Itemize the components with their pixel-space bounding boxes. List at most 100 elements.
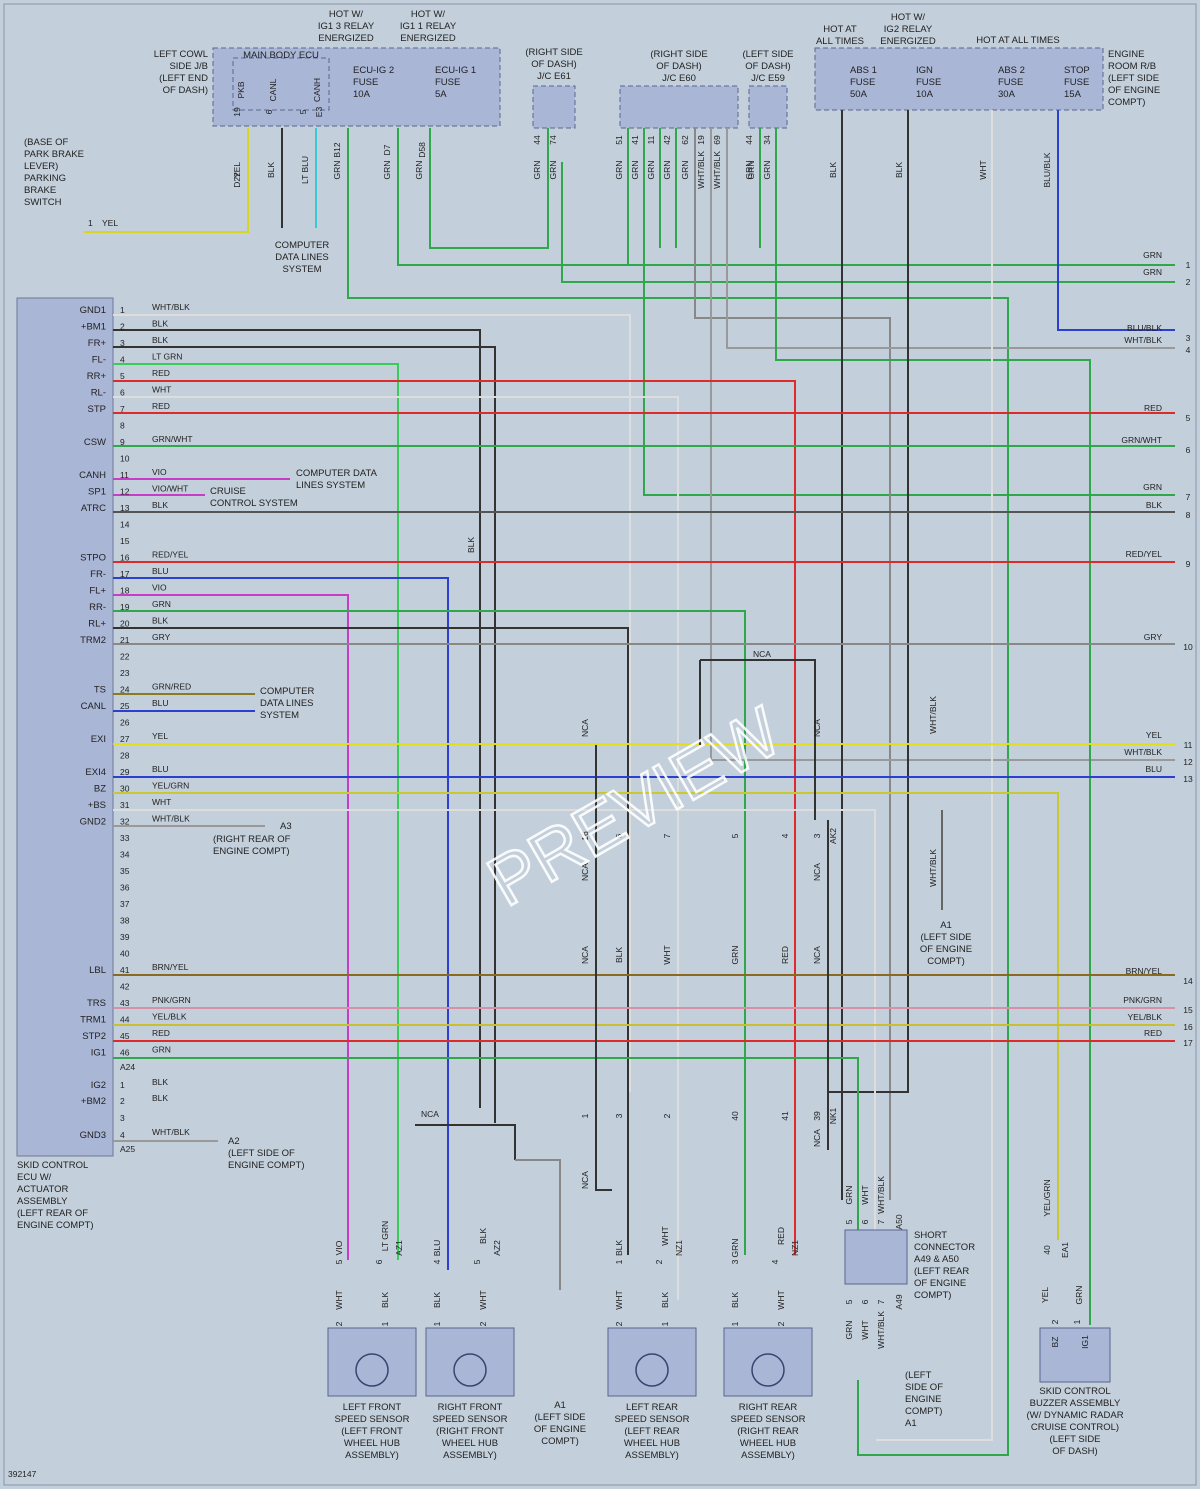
ground-label: ENGINE — [905, 1394, 941, 1405]
ecu-pin-name: STP — [88, 404, 106, 415]
ecu-pin-name: FR+ — [88, 338, 107, 349]
cruise-control-label: CRUISE — [210, 486, 246, 497]
center-pin: 41 — [780, 1111, 790, 1121]
right-edge-num: 10 — [1183, 642, 1193, 652]
short-wire: WHT/BLK — [876, 1311, 886, 1349]
top-wire-color: GRN — [744, 161, 754, 180]
computer-data-lines-label: DATA LINES — [260, 698, 314, 709]
sensor-wire: BLK — [660, 1292, 670, 1308]
sensor-pin: 1 — [730, 1321, 740, 1326]
ground-label: (LEFT SIDE — [920, 932, 971, 943]
top-wire-color: YEL — [232, 162, 242, 178]
top-label: 5A — [435, 89, 447, 100]
ecu-pin-wire: RED/YEL — [152, 550, 189, 560]
top-wire-color: BLK — [828, 162, 838, 178]
wire-traces — [84, 110, 1175, 1456]
center-pin: AK2 — [828, 828, 838, 844]
ecu-pin-wire: WHT/BLK — [152, 1127, 190, 1137]
park-brake-label: SWITCH — [24, 197, 62, 208]
ecu-label: SKID CONTROL — [17, 1160, 88, 1171]
buzzer-pin: BZ — [1050, 1337, 1060, 1348]
short-pin: 6 — [860, 1299, 870, 1304]
top-wire-color: GRN — [414, 161, 424, 180]
top-wire-color: LT BLU — [300, 156, 310, 184]
ground-label: SIDE OF — [905, 1382, 943, 1393]
jc-pin: 11 — [646, 135, 656, 144]
buzzer-wire: YEL/GRN — [1042, 1179, 1052, 1216]
top-label: 10A — [916, 89, 934, 100]
top-wire-color: GRN — [614, 161, 624, 180]
short-pin: 6 — [860, 1219, 870, 1224]
ecu-pin-num: 40 — [120, 949, 130, 959]
top-label: ENERGIZED — [880, 36, 936, 47]
ecu-connector: A24 — [120, 1062, 135, 1072]
ecu-pin-num: 27 — [120, 734, 130, 744]
ecu-pin-name: TRM1 — [80, 1015, 106, 1026]
right-edge-wire: WHT/BLK — [1124, 335, 1162, 345]
right-edge-wire: PNK/GRN — [1123, 995, 1162, 1005]
ecu-pin-num: 31 — [120, 800, 130, 810]
ecu-pin-wire: GRN — [152, 599, 171, 609]
frame — [3, 3, 1197, 1486]
ecu-pin-wire: BLK — [152, 319, 168, 329]
jb-pin: PKB — [236, 81, 246, 98]
sensor-wire: WHT — [614, 1290, 624, 1309]
ecu-pin-wire: WHT/BLK — [152, 302, 190, 312]
ecu-pin-name: RR- — [89, 602, 106, 613]
ecu-label: (LEFT REAR OF — [17, 1208, 88, 1219]
sensor-label: (RIGHT FRONT — [436, 1426, 504, 1437]
sensor-pin: AZ1 — [394, 1240, 404, 1256]
buzzer-pin: 2 — [1050, 1319, 1060, 1324]
left-front-sensor-box — [327, 1327, 417, 1397]
sensor-label: RIGHT REAR — [739, 1402, 798, 1413]
buzzer-pin: 1 — [1072, 1319, 1082, 1324]
top-label: ECU-IG 2 — [353, 65, 394, 76]
ecu-pin-num: 7 — [120, 404, 125, 414]
ground-label: A2 — [228, 1136, 240, 1147]
sensor-pin: 1 — [660, 1321, 670, 1326]
buzzer-label: (W/ DYNAMIC RADAR — [1026, 1410, 1123, 1421]
skid-control-ecu-box — [16, 297, 114, 1157]
top-wire-color: GRN — [746, 161, 756, 180]
ecu-pin-wire: RED — [152, 368, 170, 378]
cruise-control-label: CONTROL SYSTEM — [210, 498, 298, 509]
sensor-pin: NZ1 — [790, 1240, 800, 1256]
ecu-connector: A25 — [120, 1144, 135, 1154]
short-pin: 5 — [844, 1299, 854, 1304]
top-label: 50A — [850, 89, 868, 100]
center-pin: 3 — [614, 1113, 624, 1118]
top-label: J/C E59 — [751, 73, 785, 84]
short-pin: 5 — [844, 1219, 854, 1224]
computer-data-lines-label: LINES SYSTEM — [296, 480, 365, 491]
sensor-pin: 2 — [614, 1321, 624, 1326]
top-wire-color: GRN — [662, 161, 672, 180]
sensor-pin: 4 — [770, 1259, 780, 1264]
center-pin: 40 — [730, 1111, 740, 1121]
ground-label: A1 — [940, 920, 952, 931]
buzzer-wire: GRN — [1074, 1286, 1084, 1305]
sensor-label: WHEEL HUB — [740, 1438, 796, 1449]
top-label: STOP — [1064, 65, 1090, 76]
ecu-pin-wire: VIO — [152, 583, 167, 593]
top-label: ABS 2 — [998, 65, 1025, 76]
ecu-pin-name: CSW — [84, 437, 106, 448]
ecu-pin-name: EXI — [91, 734, 106, 745]
main-body-ecu-box — [232, 57, 330, 111]
ecu-pin-num: 18 — [120, 586, 130, 596]
jb-pin: D58 — [417, 142, 427, 158]
ecu-pin-num: 29 — [120, 767, 130, 777]
ecu-pin-wire: WHT — [152, 385, 171, 395]
short-connector-label: CONNECTOR — [914, 1242, 975, 1253]
jc-pin: 41 — [630, 135, 640, 145]
ecu-pin-num: 1 — [120, 305, 125, 315]
short-connector-label: SHORT — [914, 1230, 947, 1241]
ecu-pin-num: 3 — [120, 338, 125, 348]
speed-sensors — [327, 1229, 1111, 1397]
center-wire: GRN — [730, 946, 740, 965]
ecu-pin-num: 3 — [120, 1113, 125, 1123]
ecu-pin-wire: GRN/WHT — [152, 434, 193, 444]
sensor-wire: GRN — [730, 1239, 740, 1258]
computer-data-lines-label: SYSTEM — [282, 264, 321, 275]
right-edge-wire: BLU — [1145, 764, 1162, 774]
park-brake-label: BRAKE — [24, 185, 56, 196]
